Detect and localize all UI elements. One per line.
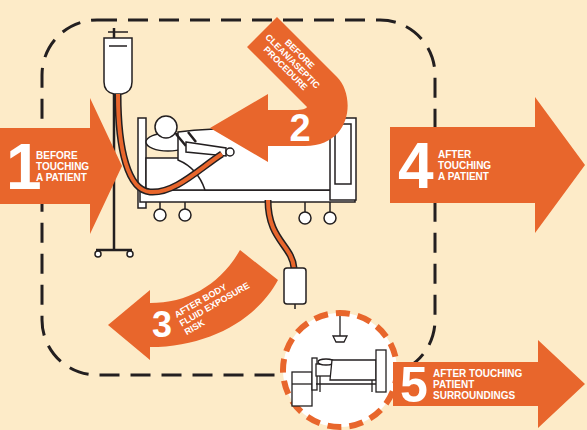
patient-surroundings-inset-part [292,316,386,406]
bed-part [304,202,306,212]
urine-bag-part [268,200,294,268]
arrow-shape [393,340,585,428]
iv-stand-part [108,31,128,33]
moment-arrow: 1BEFORE TOUCHING A PATIENT [0,98,124,234]
bed-part [159,202,161,209]
bed-part [154,209,166,221]
patient-surroundings-inset-part-part [316,383,378,384]
iv-stand-part [109,45,127,47]
iv-stand-part [104,38,132,94]
moment-number: 4 [398,134,434,198]
moment-number: 3 [152,307,172,343]
bed-part [299,212,311,224]
bed-part [184,202,186,209]
moment-label: AFTER TOUCHING A PATIENT [438,149,500,182]
urine-bag-part [294,304,296,309]
moment-arrow: 5AFTER TOUCHING PATIENT SURROUNDINGS [393,340,587,428]
urine-bag-part [284,268,306,304]
arrow-shape [108,250,278,360]
iv-stand-part [95,251,101,257]
bed-part [155,116,177,138]
arrow-shape [210,17,348,162]
arrow-shape [390,97,585,233]
patient-surroundings-inset-part-part [376,350,386,392]
iv-tube [118,94,222,192]
arrow-shape [0,98,122,234]
iv-stand-part [127,251,133,257]
patient-surroundings-inset-part-part [292,372,312,406]
patient-surroundings-inset-part [283,313,397,427]
urine-bag [268,200,306,309]
moment-arrow: 3AFTER BODY FLUID EXPOSURE RISK [100,240,285,370]
moment-arrow: 2BEFORE CLEAN/ASEPTIC PROCEDURE [195,10,360,170]
patient-surroundings-inset-part-part [330,360,376,380]
bed-part [324,212,336,224]
moment-arrow: 4AFTER TOUCHING A PATIENT [390,97,587,233]
urine-bag-part [268,200,294,268]
bed-part [329,202,331,212]
patient-surroundings-inset-part-part [319,376,320,392]
moment-label: AFTER TOUCHING PATIENT SURROUNDINGS [433,368,537,401]
bed-part [179,209,191,221]
bed-part [140,190,355,202]
bed-part [226,148,234,156]
moment-number: 5 [400,360,428,410]
iv-tube-part [118,94,222,192]
patient-surroundings-inset-part-part [339,316,340,336]
moment-number: 2 [290,109,311,147]
iv-stand-part [96,249,132,252]
iv-tube-part [118,94,222,192]
moment-label: BEFORE TOUCHING A PATIENT [36,150,98,183]
patient-surroundings-inset [283,313,397,427]
patient-surroundings-inset-part-part [292,383,312,384]
patient-surroundings-inset-part-part [333,336,347,342]
